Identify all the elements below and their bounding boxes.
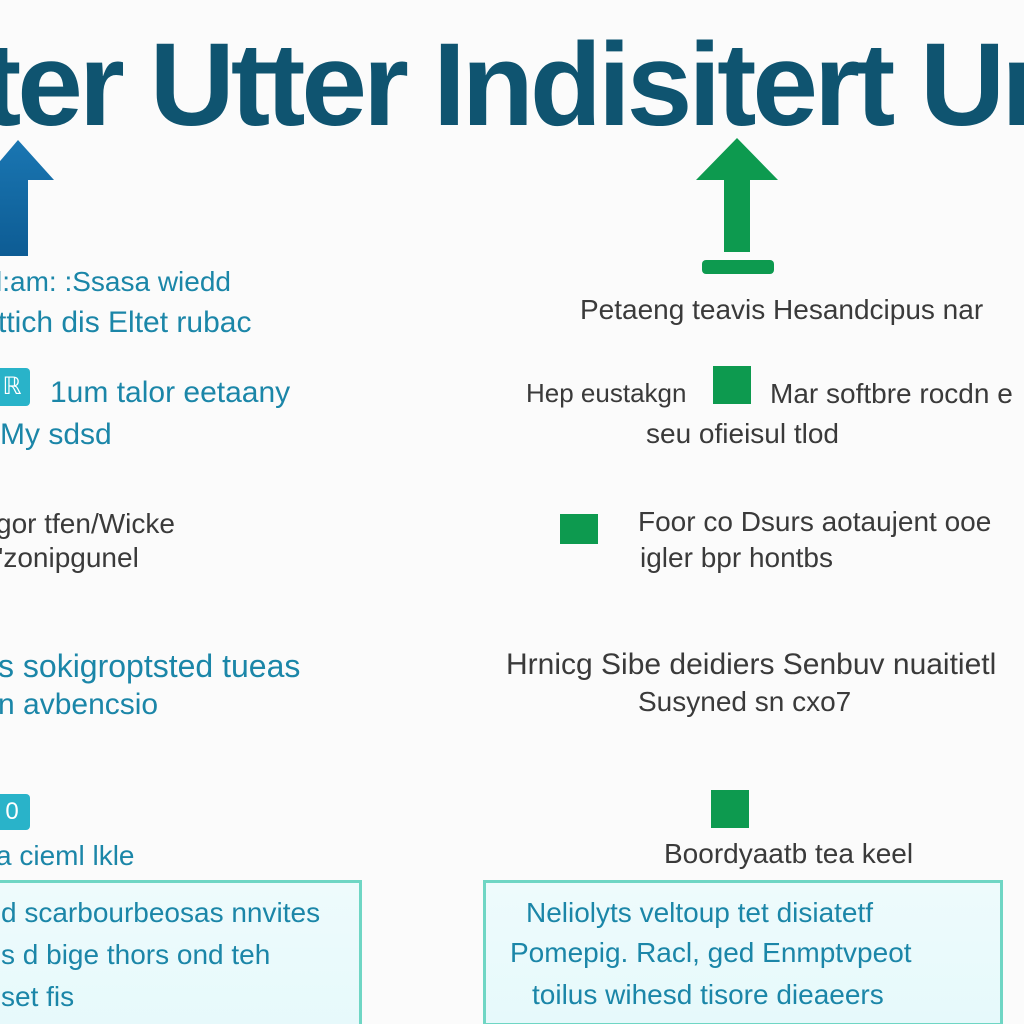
left-block2-line2: My sdsd (0, 418, 112, 451)
right-block5-line1: Boordyaatb tea keel (664, 838, 914, 869)
right-block4-line2: Susyned sn cxo7 (638, 686, 852, 717)
square-icon (560, 514, 598, 544)
left-block4-line1: s sokigroptsted tueas (0, 648, 301, 684)
square-icon (711, 790, 749, 828)
page-title-right: Indisitert Un (433, 19, 1024, 151)
left-block3-line2: 'zonipgunel (0, 542, 139, 573)
left-block1-line2: ttich dis Eltet rubac (0, 306, 252, 339)
right-box-line2: Pomepig. Racl, ged Enmptvpeot (510, 937, 912, 968)
square-icon (713, 366, 751, 404)
right-box-line1: Neliolyts veltoup tet disiatetf (526, 897, 874, 928)
right-block2-line2: seu ofieisul tlod (646, 418, 840, 449)
left-block2-line1: 1um talor eetaany (50, 376, 291, 409)
badge-icon: ℝ (0, 368, 30, 406)
left-box-line2: s d bige thors ond teh (1, 939, 271, 970)
left-block5-line1: a cieml lkle (0, 840, 135, 871)
page-title-left: ter Utter (0, 19, 409, 151)
left-summary-box: d scarbourbeosas nnvites s d bige thors … (0, 880, 362, 1024)
right-block3-line2: igler bpr hontbs (640, 542, 834, 573)
right-block3-line1: Foor co Dsurs aotaujent ooe (638, 506, 992, 537)
left-block1-line1: l:am: :Ssasa wiedd (0, 266, 231, 297)
right-block2-line1a: Hep eustakgn (526, 378, 687, 408)
left-box-line1: d scarbourbeosas nnvites (1, 897, 321, 928)
right-block2-line1b: Mar softbre rocdn e (770, 378, 1013, 409)
left-block4-line2: n avbencsio (0, 688, 159, 721)
right-box-line3: toilus wihesd tisore dieaeers (532, 979, 884, 1010)
arrow-up-icon (0, 140, 54, 256)
right-summary-box: Neliolyts veltoup tet disiatetf Pomepig.… (483, 880, 1003, 1024)
left-box-line3: set fis (1, 981, 75, 1012)
left-block3-line1: gor tfen/Wicke (0, 508, 175, 539)
right-block1-line1: Petaeng teavis Hesandcipus nar (580, 294, 984, 325)
badge-icon: 0 (0, 794, 30, 830)
right-block4-line1: Hrnicg Sibe deidiers Senbuv nuaitietl (506, 648, 997, 681)
arrow-up-icon (696, 138, 778, 274)
